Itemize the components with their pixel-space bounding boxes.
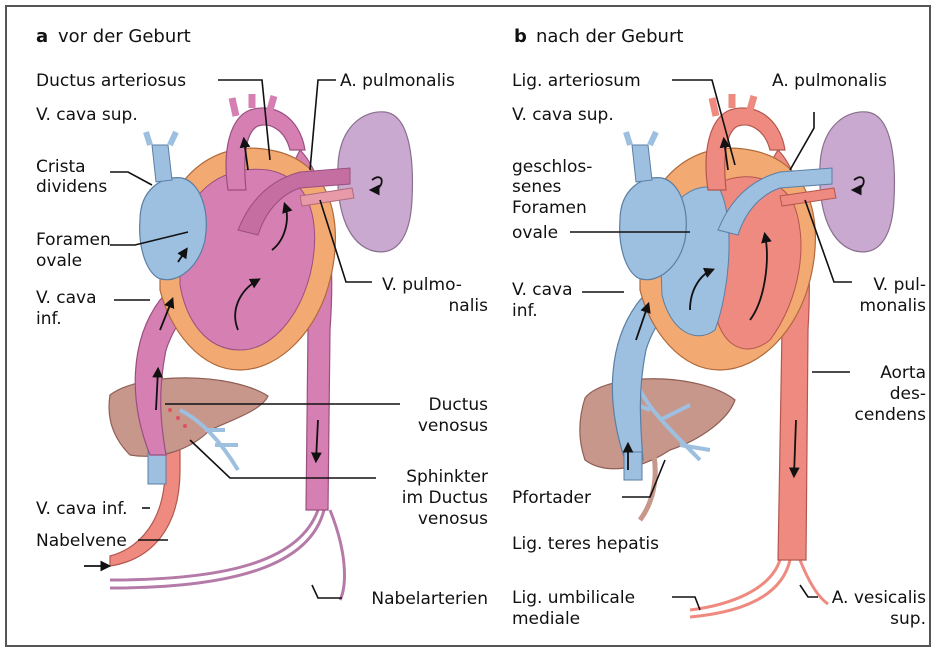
label-sphinkter-3: venosus bbox=[418, 509, 488, 529]
label-nabelarterien: Nabelarterien bbox=[371, 589, 488, 609]
panel-a: a vor der Geburt bbox=[36, 26, 488, 609]
label-lig-arteriosum: Lig. arteriosum bbox=[512, 71, 641, 91]
label-aorta-descendens-2: des- bbox=[890, 384, 926, 404]
label-v-cava-inf-a-2: inf. bbox=[36, 309, 62, 329]
panel-a-letter: a bbox=[36, 26, 48, 47]
liver-b bbox=[580, 379, 735, 469]
panel-a-title: vor der Geburt bbox=[58, 26, 191, 47]
label-crista-dividens-1: Crista bbox=[36, 157, 86, 177]
svc-branches-a bbox=[146, 132, 176, 145]
label-foramen-ovale-1: Foramen bbox=[36, 230, 111, 250]
svc-a bbox=[152, 145, 172, 182]
label-crista-dividens-2: dividens bbox=[36, 177, 107, 197]
label-aorta-descendens-3: cendens bbox=[855, 405, 927, 425]
label-foramen-b-4: ovale bbox=[512, 223, 558, 243]
label-lig-umbilicale-2: mediale bbox=[512, 609, 580, 629]
label-v-pulmonalis-a-2: nalis bbox=[449, 296, 489, 316]
label-lig-umbilicale-1: Lig. umbilicale bbox=[512, 588, 635, 608]
label-foramen-ovale-2: ovale bbox=[36, 251, 82, 271]
panel-b: b nach der Geburt bbox=[512, 26, 926, 629]
umbilical-ligaments-b bbox=[690, 560, 828, 617]
label-a-pulmonalis-a: A. pulmonalis bbox=[340, 71, 455, 91]
svc-branches-b bbox=[626, 132, 656, 145]
panel-b-letter: b bbox=[514, 26, 527, 47]
label-foramen-b-2: senes bbox=[512, 177, 562, 197]
label-sphinkter-2: im Ductus bbox=[402, 488, 488, 508]
label-ductus-venosus-1: Ductus bbox=[428, 395, 488, 415]
panel-b-title: nach der Geburt bbox=[536, 26, 683, 47]
label-ductus-arteriosus: Ductus arteriosus bbox=[36, 71, 186, 91]
label-v-pulmonalis-a-1: V. pulmo- bbox=[382, 275, 462, 295]
label-pfortader: Pfortader bbox=[512, 488, 591, 508]
label-a-vesicalis-2: sup. bbox=[890, 609, 926, 629]
label-sphinkter-1: Sphinkter bbox=[406, 467, 488, 487]
label-lig-teres-hepatis: Lig. teres hepatis bbox=[512, 534, 659, 554]
ivc-lower-b bbox=[624, 452, 642, 480]
label-v-cava-sup-a: V. cava sup. bbox=[36, 105, 138, 125]
label-a-vesicalis-1: A. vesicalis bbox=[832, 588, 926, 608]
label-ductus-venosus-2: venosus bbox=[418, 416, 488, 436]
svc-b bbox=[632, 145, 652, 182]
umbilical-arteries-a bbox=[110, 510, 344, 600]
label-v-pulmonalis-b-2: monalis bbox=[860, 296, 927, 316]
ivc-lower-a bbox=[148, 452, 166, 484]
label-v-cava-inf-lower: V. cava inf. bbox=[36, 499, 128, 519]
label-v-cava-inf-a-1: V. cava bbox=[36, 288, 97, 308]
label-nabelvene: Nabelvene bbox=[36, 531, 127, 551]
label-v-pulmonalis-b-1: V. pul- bbox=[873, 275, 926, 295]
label-a-pulmonalis-b: A. pulmonalis bbox=[772, 71, 887, 91]
label-v-cava-inf-b-2: inf. bbox=[512, 301, 538, 321]
label-foramen-b-3: Foramen bbox=[512, 198, 587, 218]
label-aorta-descendens-1: Aorta bbox=[880, 363, 926, 383]
label-v-cava-sup-b: V. cava sup. bbox=[512, 105, 614, 125]
label-foramen-b-1: geschlos- bbox=[512, 157, 592, 177]
label-v-cava-inf-b-1: V. cava bbox=[512, 280, 573, 300]
